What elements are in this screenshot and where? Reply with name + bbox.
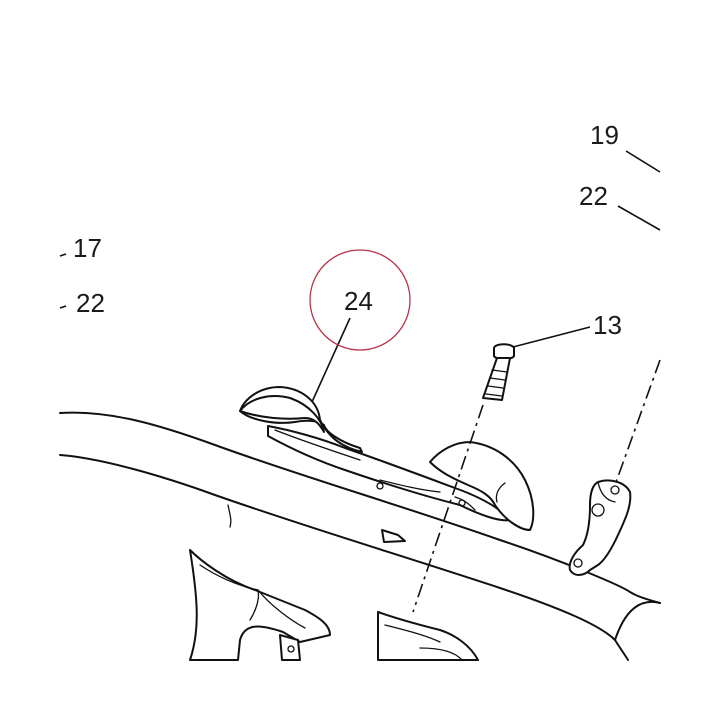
callout-17: 17 [73, 233, 102, 263]
clamp-cover-part-24 [239, 386, 535, 531]
leader-22a [617, 205, 661, 231]
callout-24: 24 [344, 286, 373, 316]
leader-17 [59, 253, 67, 257]
callout-22-left: 22 [76, 288, 105, 318]
callout-13: 13 [593, 310, 622, 340]
axis-line-bolt [412, 404, 484, 613]
handlebar-clamp [568, 479, 632, 576]
leader-13 [512, 326, 591, 348]
leader-22b [59, 305, 67, 309]
handlebar [59, 411, 661, 661]
callout-22-right: 22 [579, 181, 608, 211]
callout-19: 19 [590, 120, 619, 150]
leader-24 [311, 317, 351, 403]
stem-part [377, 611, 479, 661]
leader-19 [625, 150, 661, 173]
highlight-circle-24 [309, 249, 411, 351]
cable-guide-tab [381, 529, 406, 543]
bolt-part-13 [482, 343, 515, 401]
fork-crown [189, 549, 331, 661]
axis-line-clamp [614, 359, 661, 486]
